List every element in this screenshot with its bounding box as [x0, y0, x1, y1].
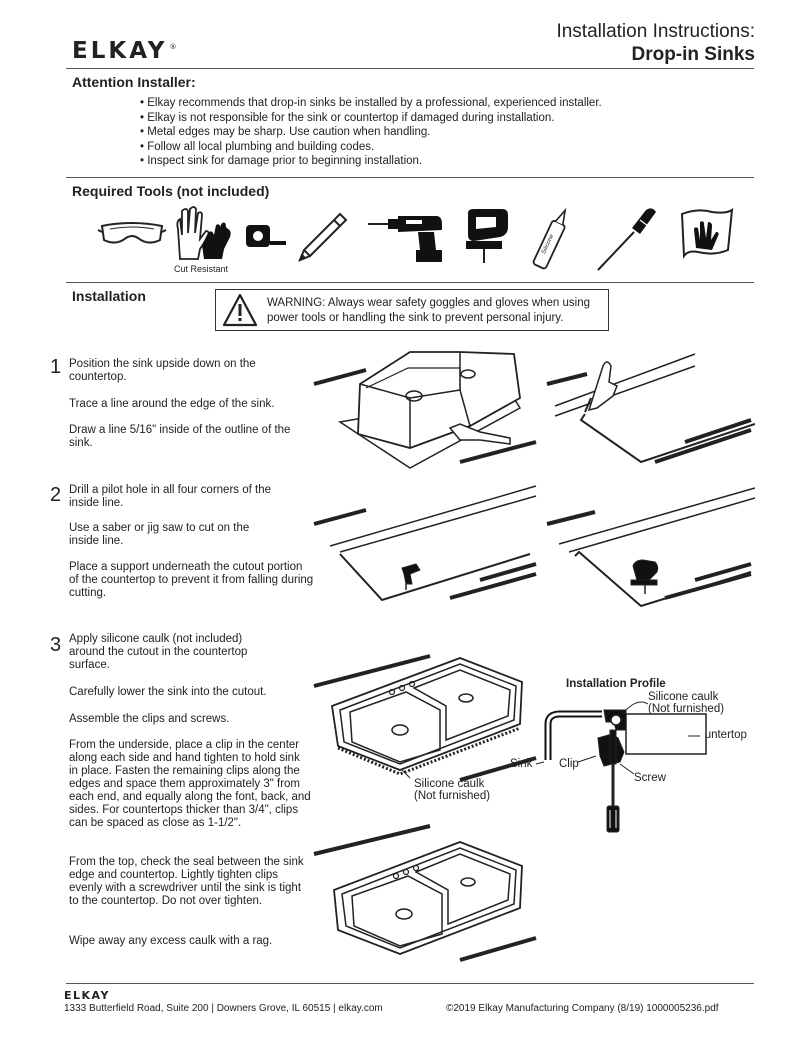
sink-label: Sink [510, 758, 533, 770]
attention-item: Follow all local plumbing and building c… [140, 140, 602, 155]
gloves-icon [176, 206, 231, 260]
step-3-text: Wipe away any excess caulk with a rag. [69, 935, 273, 947]
step-2-text: Use a saber or jig saw to cut on the ins… [69, 522, 250, 547]
document-title-line: Installation Instructions: [556, 21, 755, 42]
step-1-text: Position the sink upside down on the cou… [69, 358, 256, 383]
step-3-number: 3 [50, 634, 62, 656]
step-3-sink-lowered-illustration [313, 654, 537, 782]
safety-goggles-icon [97, 222, 167, 244]
screwdriver-icon [597, 208, 656, 271]
header-divider [66, 68, 754, 69]
elkay-logo: ELKAY® [72, 38, 177, 64]
installation-profile-title: Installation Profile [566, 678, 666, 690]
caulk-label-line: (Not furnished) [648, 703, 725, 715]
step-2-number: 2 [50, 484, 62, 506]
attention-item: Elkay recommends that drop-in sinks be i… [140, 96, 602, 111]
document-title: Installation Instructions: Drop-in Sinks [556, 20, 755, 66]
rag-icon [680, 207, 734, 260]
installation-profile-illustration [535, 701, 707, 833]
tools-heading: Required Tools (not included) [72, 183, 270, 199]
attention-item: Metal edges may be sharp. Use caution wh… [140, 125, 602, 140]
step-3-text: From the top, check the seal between the… [69, 856, 304, 907]
step-3-text: Assemble the clips and screws. [69, 713, 230, 725]
attention-item: Elkay is not responsible for the sink or… [140, 111, 602, 126]
footer-copyright: ©2019 Elkay Manufacturing Company (8/19)… [446, 1003, 719, 1014]
drill-icon [368, 216, 442, 262]
caulk-label-line: Silicone caulk [414, 778, 485, 790]
warning-box: WARNING: Always wear safety goggles and … [215, 289, 609, 331]
caulk-label-line: (Not furnished) [414, 790, 491, 802]
jigsaw-icon [466, 209, 508, 263]
caulk-label-line: Silicone caulk [648, 691, 719, 703]
step-2-jigsaw-cut-illustration [546, 487, 755, 608]
footer-divider [66, 983, 754, 984]
step-3-text: Carefully lower the sink into the cutout… [69, 686, 267, 698]
warning-text: WARNING: Always wear safety goggles and … [267, 297, 591, 324]
step-2-drill-holes-illustration [313, 485, 537, 602]
screw-label: Screw [634, 772, 666, 784]
step-2-text: Place a support underneath the cutout po… [69, 561, 314, 599]
attention-item: Inspect sink for damage prior to beginni… [140, 154, 602, 169]
clip-label: Clip [559, 758, 579, 770]
step-1-text: Draw a line 5/16" inside of the outline … [69, 424, 291, 449]
tape-measure-icon [246, 225, 286, 247]
step-1-number: 1 [50, 356, 62, 378]
attention-heading: Attention Installer: [72, 74, 196, 90]
step-3-caulk-label: Silicone caulk (Not furnished) [414, 778, 490, 802]
step-3-sink-installed-illustration [313, 824, 537, 962]
footer-elkay-logo: ELKAY [64, 989, 110, 1002]
installation-heading: Installation [72, 288, 146, 304]
step-3-text: Apply silicone caulk (not included) arou… [69, 633, 248, 671]
attention-divider [66, 177, 754, 178]
pencil-icon [298, 212, 348, 262]
warning-triangle-icon [222, 293, 258, 327]
step-1-trace-outline-illustration [546, 353, 755, 464]
step-2-text: Drill a pilot hole in all four corners o… [69, 484, 271, 509]
step-1-sink-upside-down-illustration [313, 351, 537, 469]
caulk-tube-icon: Silicone [532, 207, 567, 270]
tools-divider [66, 282, 754, 283]
profile-caulk-label: Silicone caulk (Not furnished) [648, 691, 724, 715]
footer-address: 1333 Butterfield Road, Suite 200 | Downe… [64, 1003, 383, 1014]
attention-list: Elkay recommends that drop-in sinks be i… [140, 96, 602, 169]
document-subtitle: Drop-in Sinks [631, 44, 755, 65]
step-3-text: From the underside, place a clip in the … [69, 739, 311, 829]
gloves-caption: Cut Resistant [174, 264, 229, 274]
step-1-text: Trace a line around the edge of the sink… [69, 398, 275, 410]
